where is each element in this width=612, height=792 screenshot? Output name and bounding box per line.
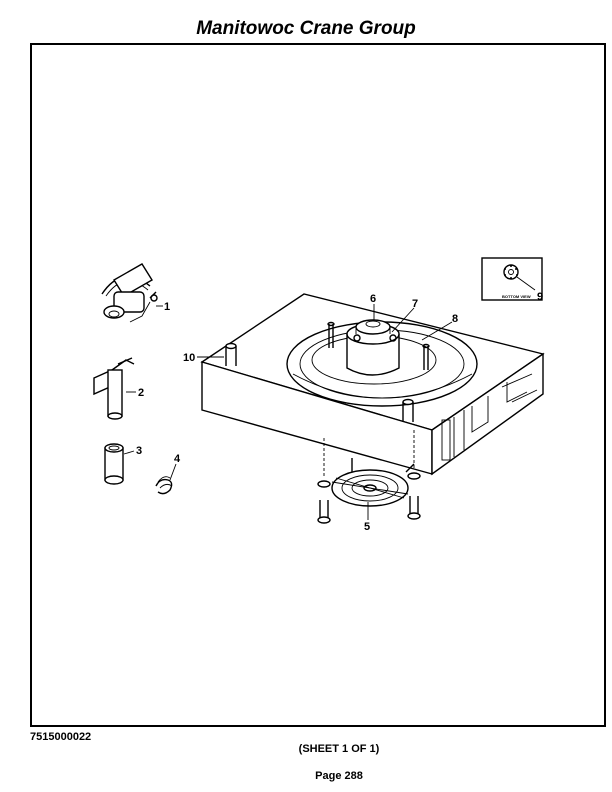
part-2-fitting bbox=[93, 357, 135, 420]
callout-1: 1 bbox=[164, 301, 170, 313]
callout-2: 2 bbox=[138, 387, 144, 399]
part-1-valve-assembly bbox=[101, 263, 158, 323]
callout-8: 8 bbox=[452, 313, 458, 325]
diagram-frame: BOTTOM VIEW bbox=[30, 43, 606, 727]
callout-4: 4 bbox=[174, 453, 181, 465]
locating-pins bbox=[225, 342, 414, 422]
document-number: 7515000022 bbox=[30, 731, 92, 743]
callout-9: 9 bbox=[537, 291, 543, 303]
part-5-grille bbox=[317, 430, 421, 524]
callout-labels: 1 2 3 4 5 6 7 8 9 10 bbox=[136, 291, 543, 533]
callout-10: 10 bbox=[183, 352, 195, 364]
part-3-bushing bbox=[104, 443, 124, 485]
inset-label: BOTTOM VIEW bbox=[502, 294, 531, 299]
page-number: Page 288 bbox=[315, 770, 363, 782]
motor-hub bbox=[346, 319, 400, 376]
top-studs bbox=[327, 321, 430, 370]
part-4-spring bbox=[155, 476, 173, 495]
callout-6: 6 bbox=[370, 293, 376, 305]
exploded-parts-diagram: BOTTOM VIEW bbox=[93, 257, 545, 533]
sheet-indicator: (SHEET 1 OF 1) bbox=[298, 743, 380, 755]
callout-7: 7 bbox=[412, 298, 418, 310]
callout-3: 3 bbox=[136, 445, 142, 457]
callout-5: 5 bbox=[364, 521, 370, 533]
leader-lines bbox=[123, 304, 453, 520]
bottom-view-inset: BOTTOM VIEW bbox=[481, 257, 543, 301]
page-title: Manitowoc Crane Group bbox=[196, 18, 416, 39]
